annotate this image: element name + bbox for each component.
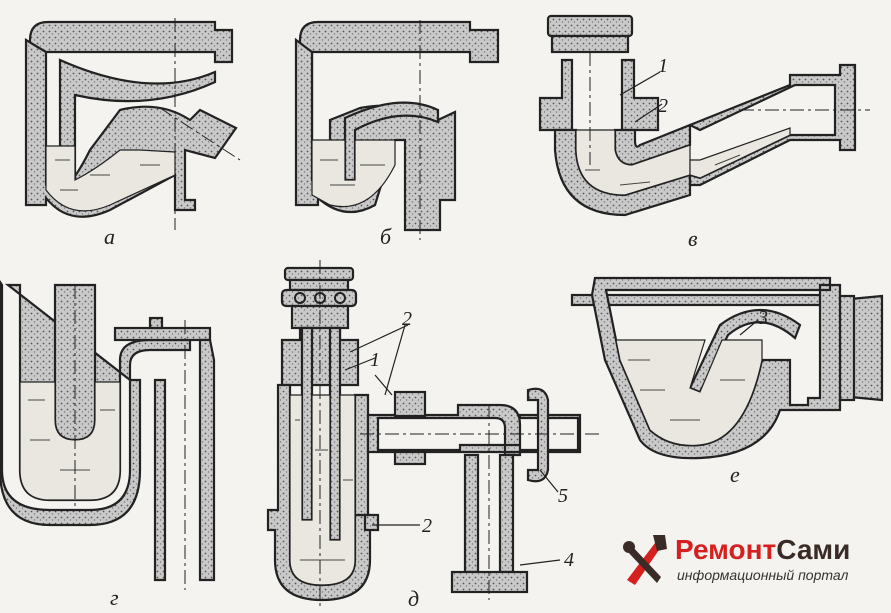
label-v: в: [688, 226, 698, 251]
callout-d-1: 1: [370, 349, 380, 371]
brand-subtitle: информационный портал: [677, 567, 849, 583]
callout-d-2-bottom: 2: [422, 515, 432, 537]
label-b: б: [380, 224, 392, 249]
brand-logo: РемонтСами информационный портал: [623, 534, 850, 585]
brand-name-part2: Сами: [776, 534, 850, 565]
callout-d-2-top: 2: [402, 308, 412, 330]
tools-icon: [623, 535, 667, 585]
bottle-oblique-trap: 1 2 в: [538, 14, 870, 251]
floor-trap-with-dip-tube: 3 е: [570, 276, 884, 487]
label-g: г: [110, 585, 119, 610]
callout-e-3: 3: [757, 307, 768, 329]
label-d: д: [408, 586, 419, 611]
label-a: а: [104, 224, 115, 249]
label-e: е: [730, 462, 740, 487]
toilet-straight-outlet: б: [294, 20, 500, 249]
callout-v-1: 1: [658, 55, 668, 77]
u-trap-with-drain: г: [0, 280, 216, 610]
callout-v-2: 2: [658, 95, 668, 117]
callout-d-5: 5: [558, 485, 568, 507]
toilet-oblique-outlet: а: [24, 18, 241, 249]
svg-text:РемонтСами: РемонтСами: [675, 534, 850, 565]
brand-name-part1: Ремонт: [675, 534, 776, 565]
callout-d-4: 4: [564, 549, 574, 571]
bottle-trap-with-overflow: 2 1 2 4 5 д: [266, 260, 600, 611]
